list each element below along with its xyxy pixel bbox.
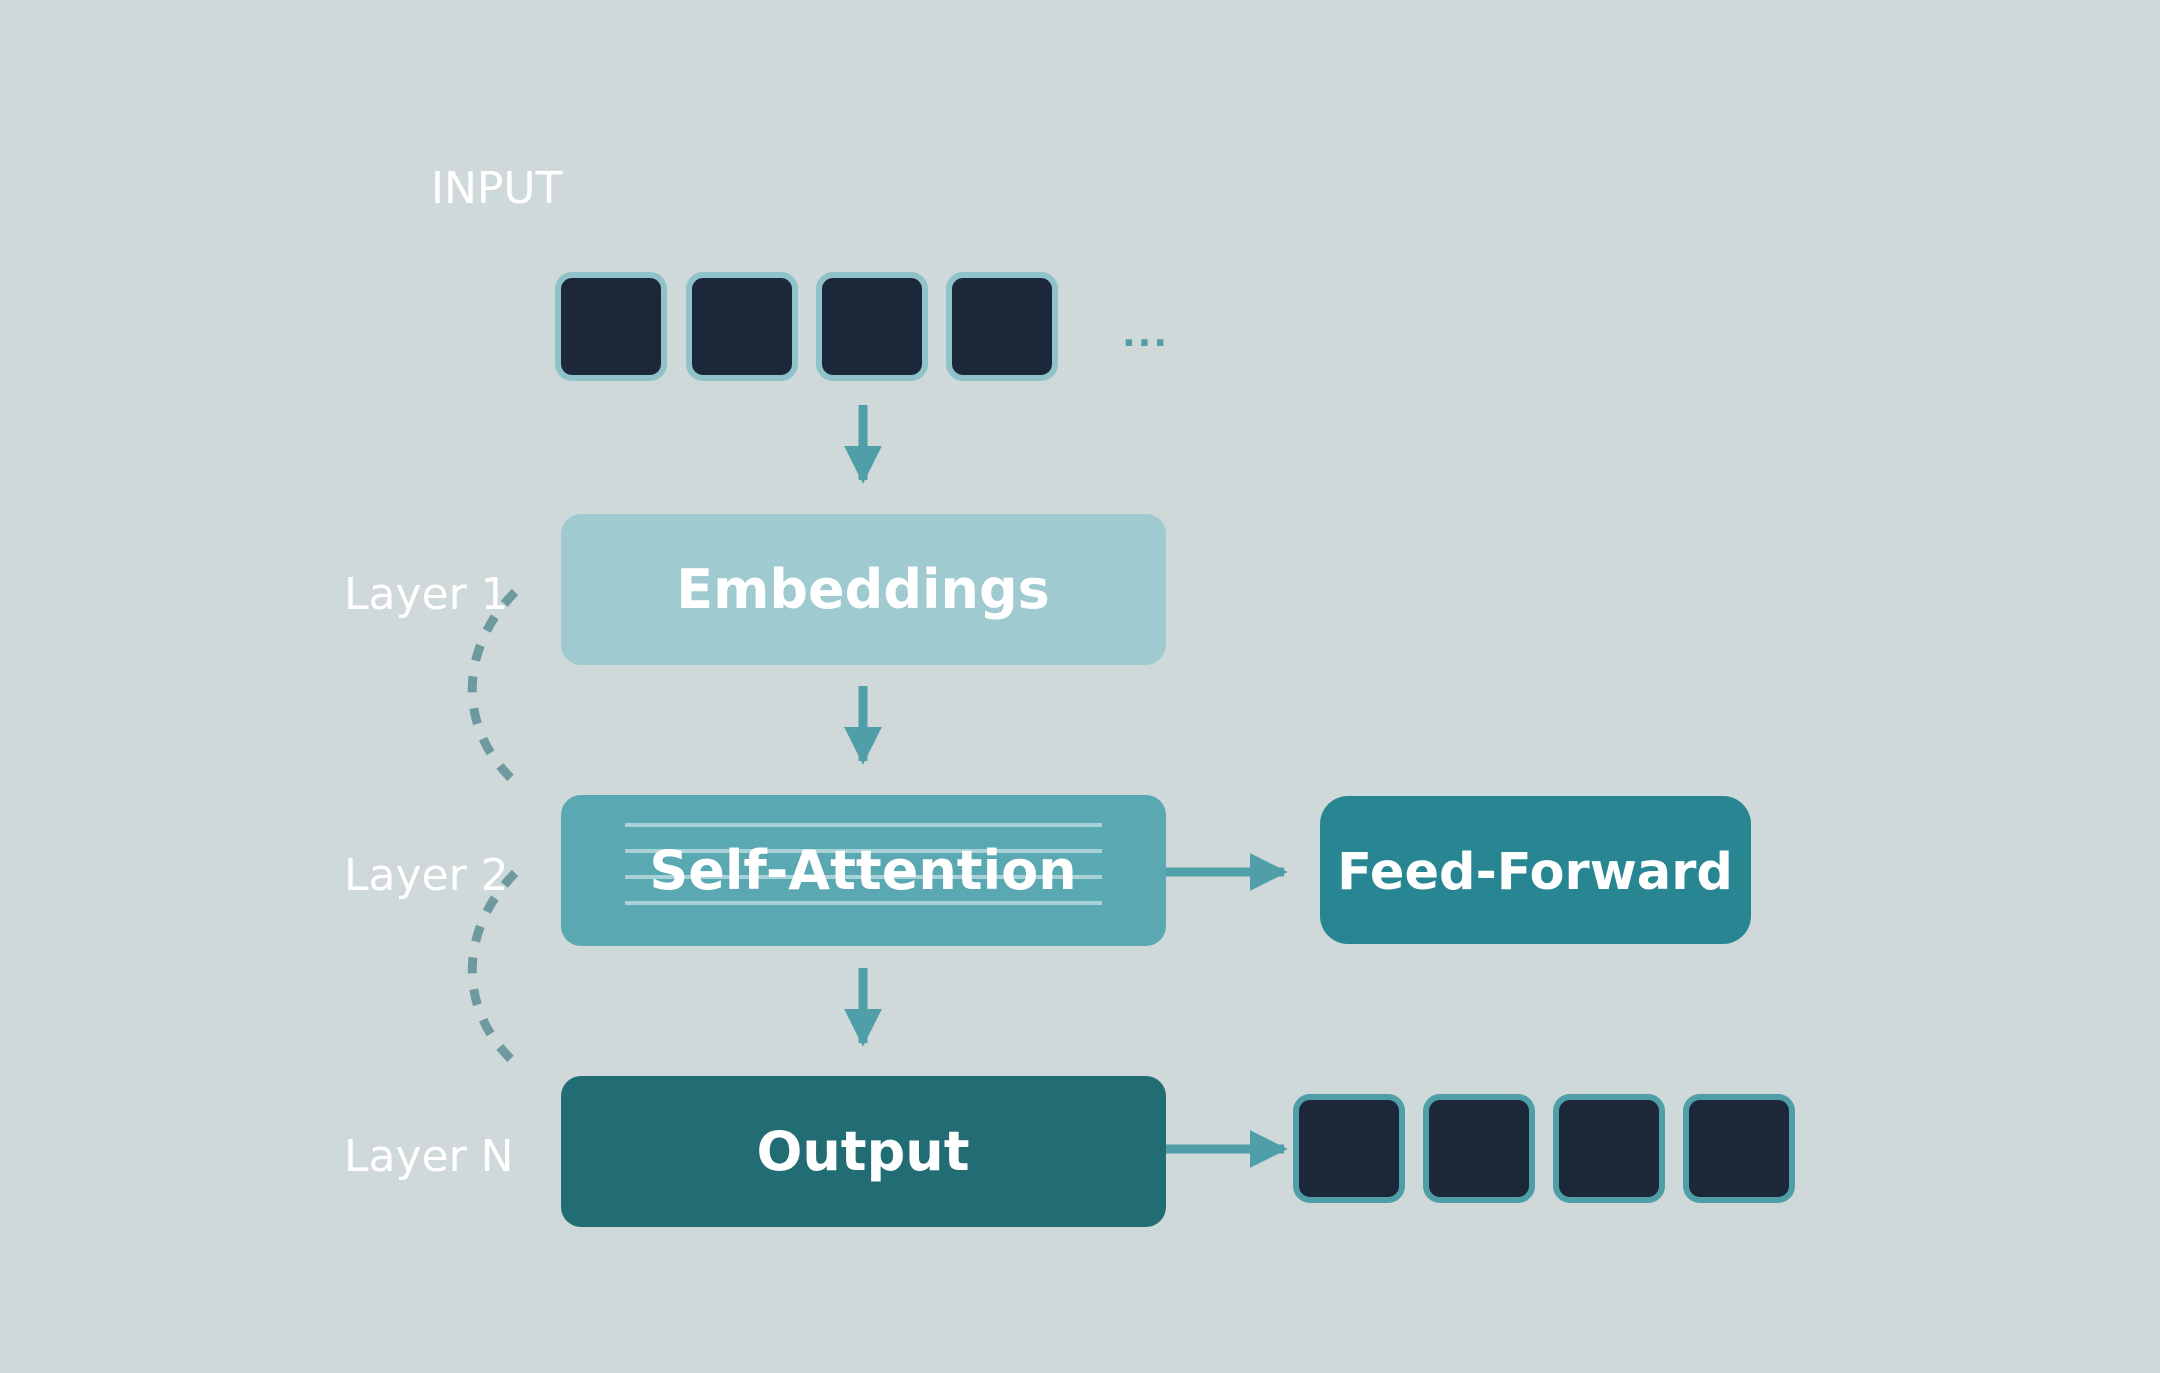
layer-label-n: Layer N <box>344 1131 514 1182</box>
layer-connector-arc <box>467 588 519 786</box>
input-token <box>686 272 798 381</box>
embeddings-label: Embeddings <box>676 558 1050 621</box>
feed-forward-block: Feed-Forward <box>1320 796 1751 944</box>
input-token <box>946 272 1058 381</box>
layer-label-1: Layer 1 <box>344 569 509 620</box>
output-token <box>1683 1094 1795 1203</box>
output-tokens <box>1293 1094 1795 1203</box>
output-token <box>1423 1094 1535 1203</box>
feed-forward-label: Feed-Forward <box>1337 843 1733 902</box>
self-attention-label: Self-Attention <box>649 839 1076 902</box>
layer-label-2: Layer 2 <box>344 850 509 901</box>
output-block: Output <box>561 1076 1166 1227</box>
input-tokens <box>555 272 1058 381</box>
input-token <box>555 272 667 381</box>
output-token <box>1293 1094 1405 1203</box>
input-label: INPUT <box>431 163 563 214</box>
self-attention-block: Self-Attention <box>561 795 1166 946</box>
embeddings-block: Embeddings <box>561 514 1166 665</box>
layer-connector-arc <box>467 869 519 1067</box>
input-token <box>816 272 928 381</box>
output-label: Output <box>756 1120 969 1183</box>
input-ellipsis: ... <box>1122 314 1169 355</box>
output-token <box>1553 1094 1665 1203</box>
